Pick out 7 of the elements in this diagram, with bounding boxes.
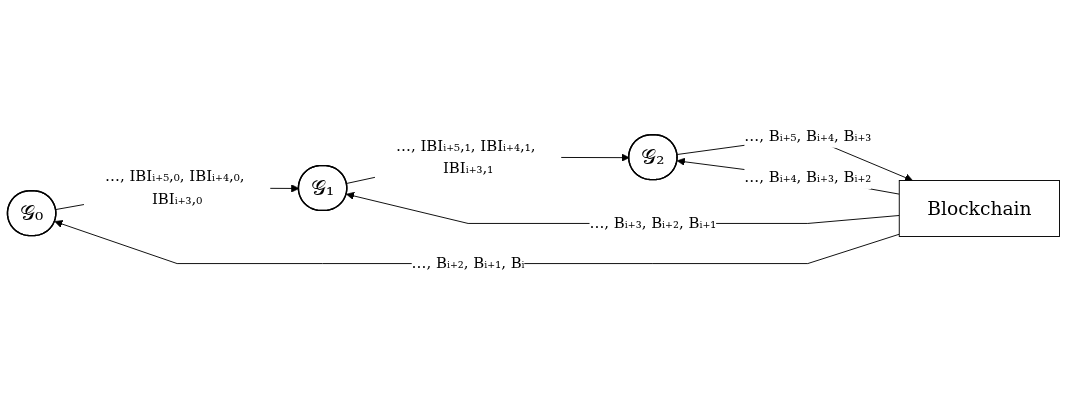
edge-label: …, Bᵢ₊₄, Bᵢ₊₃, Bᵢ₊₂ [744, 168, 872, 186]
edge-label: …, Bᵢ₊₂, Bᵢ₊₁, Bᵢ [411, 254, 525, 272]
edge-label: …, IBIᵢ₊₅,₁, IBIᵢ₊₄,₁, IBIᵢ₊₃,₁ [396, 136, 536, 177]
edge-label: …, Bᵢ₊₃, Bᵢ₊₂, Bᵢ₊₁ [589, 213, 717, 232]
edge-label: …, Bᵢ₊₅, Bᵢ₊₄, Bᵢ₊₃ [744, 127, 872, 145]
edge-label: …, IBIᵢ₊₅,₀, IBIᵢ₊₄,₀, IBIᵢ₊₃,₀ [105, 167, 245, 208]
node-box: Blockchain [898, 179, 1060, 237]
